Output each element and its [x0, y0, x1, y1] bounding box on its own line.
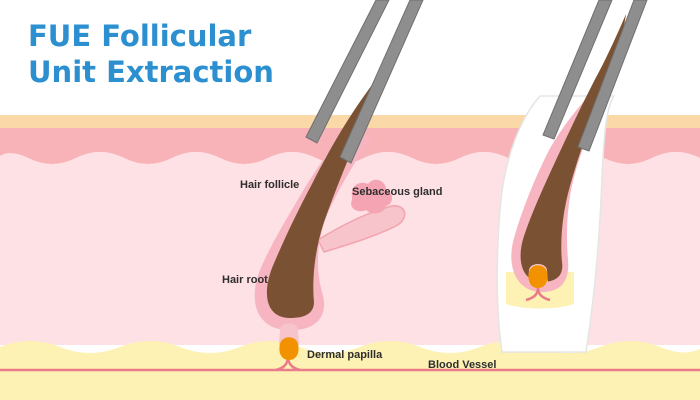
- graft-vessel-stub: [525, 287, 551, 302]
- graft-punch-blade-right: [577, 0, 648, 152]
- label-hair-root: Hair root: [222, 274, 268, 286]
- label-blood-vessel: Blood Vessel: [428, 359, 497, 371]
- dermal-papilla: [279, 337, 299, 360]
- graft-hair-bulb: [520, 14, 626, 282]
- punch-blade-left: [305, 0, 390, 144]
- title-line-2: Unit Extraction: [28, 55, 274, 89]
- label-dermal-papilla: Dermal papilla: [307, 349, 383, 361]
- title-line-1: FUE Follicular: [28, 19, 252, 53]
- extraction-punch-tool: [305, 0, 424, 164]
- label-sebaceous-gland: Sebaceous gland: [352, 186, 443, 198]
- graft-extraction-punch-tool: [542, 0, 648, 152]
- sebaceous-gland: [351, 179, 392, 214]
- punch-blade-right: [339, 0, 424, 164]
- graft-dermal-papilla: [528, 265, 548, 288]
- sebaceous-gland-duct: [317, 205, 406, 253]
- label-hair-follicle: Hair follicle: [240, 179, 300, 191]
- graft-punch-blade-left: [542, 0, 613, 140]
